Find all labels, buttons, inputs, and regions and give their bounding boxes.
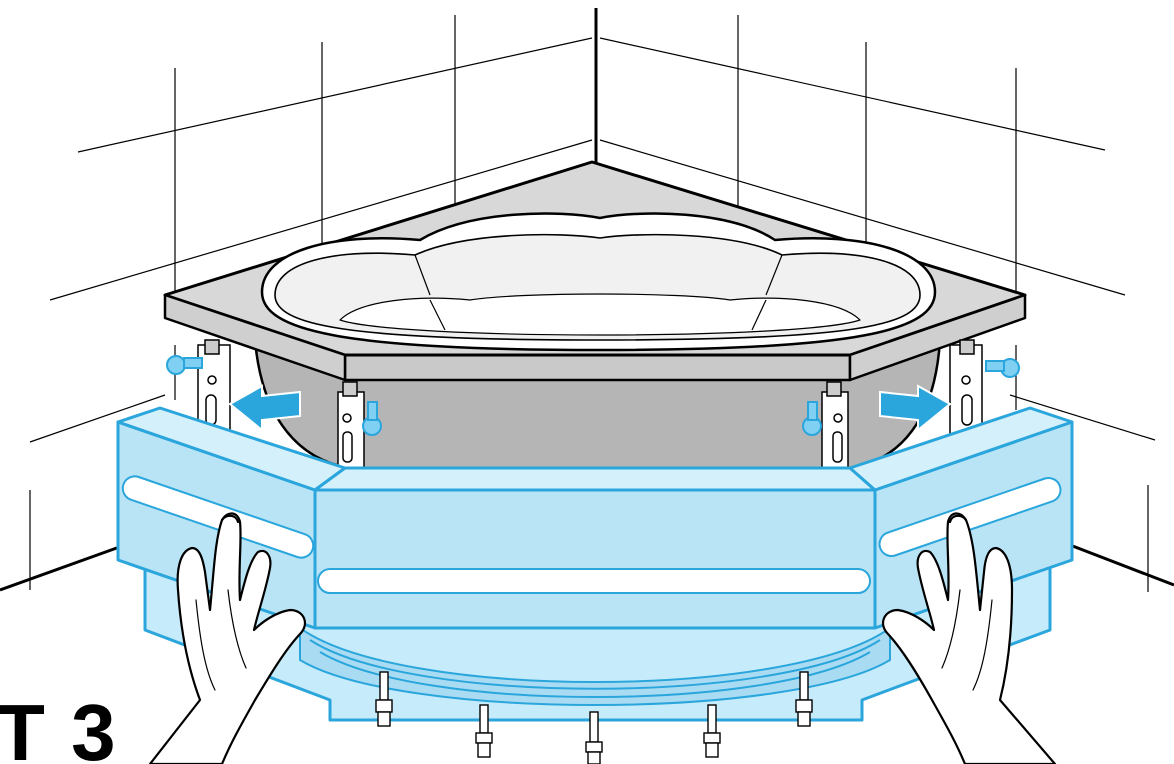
step-label: T 3 [0,688,118,764]
adjustable-foot-icon [375,671,813,764]
corner-bathtub [163,160,1027,470]
front-apron-panel [116,406,1074,722]
push-arrow-icon [228,384,952,433]
support-legs [197,339,983,473]
tiled-walls [0,8,1174,592]
hand-icon [148,512,1057,764]
adjustment-knob-icon [166,355,1020,436]
